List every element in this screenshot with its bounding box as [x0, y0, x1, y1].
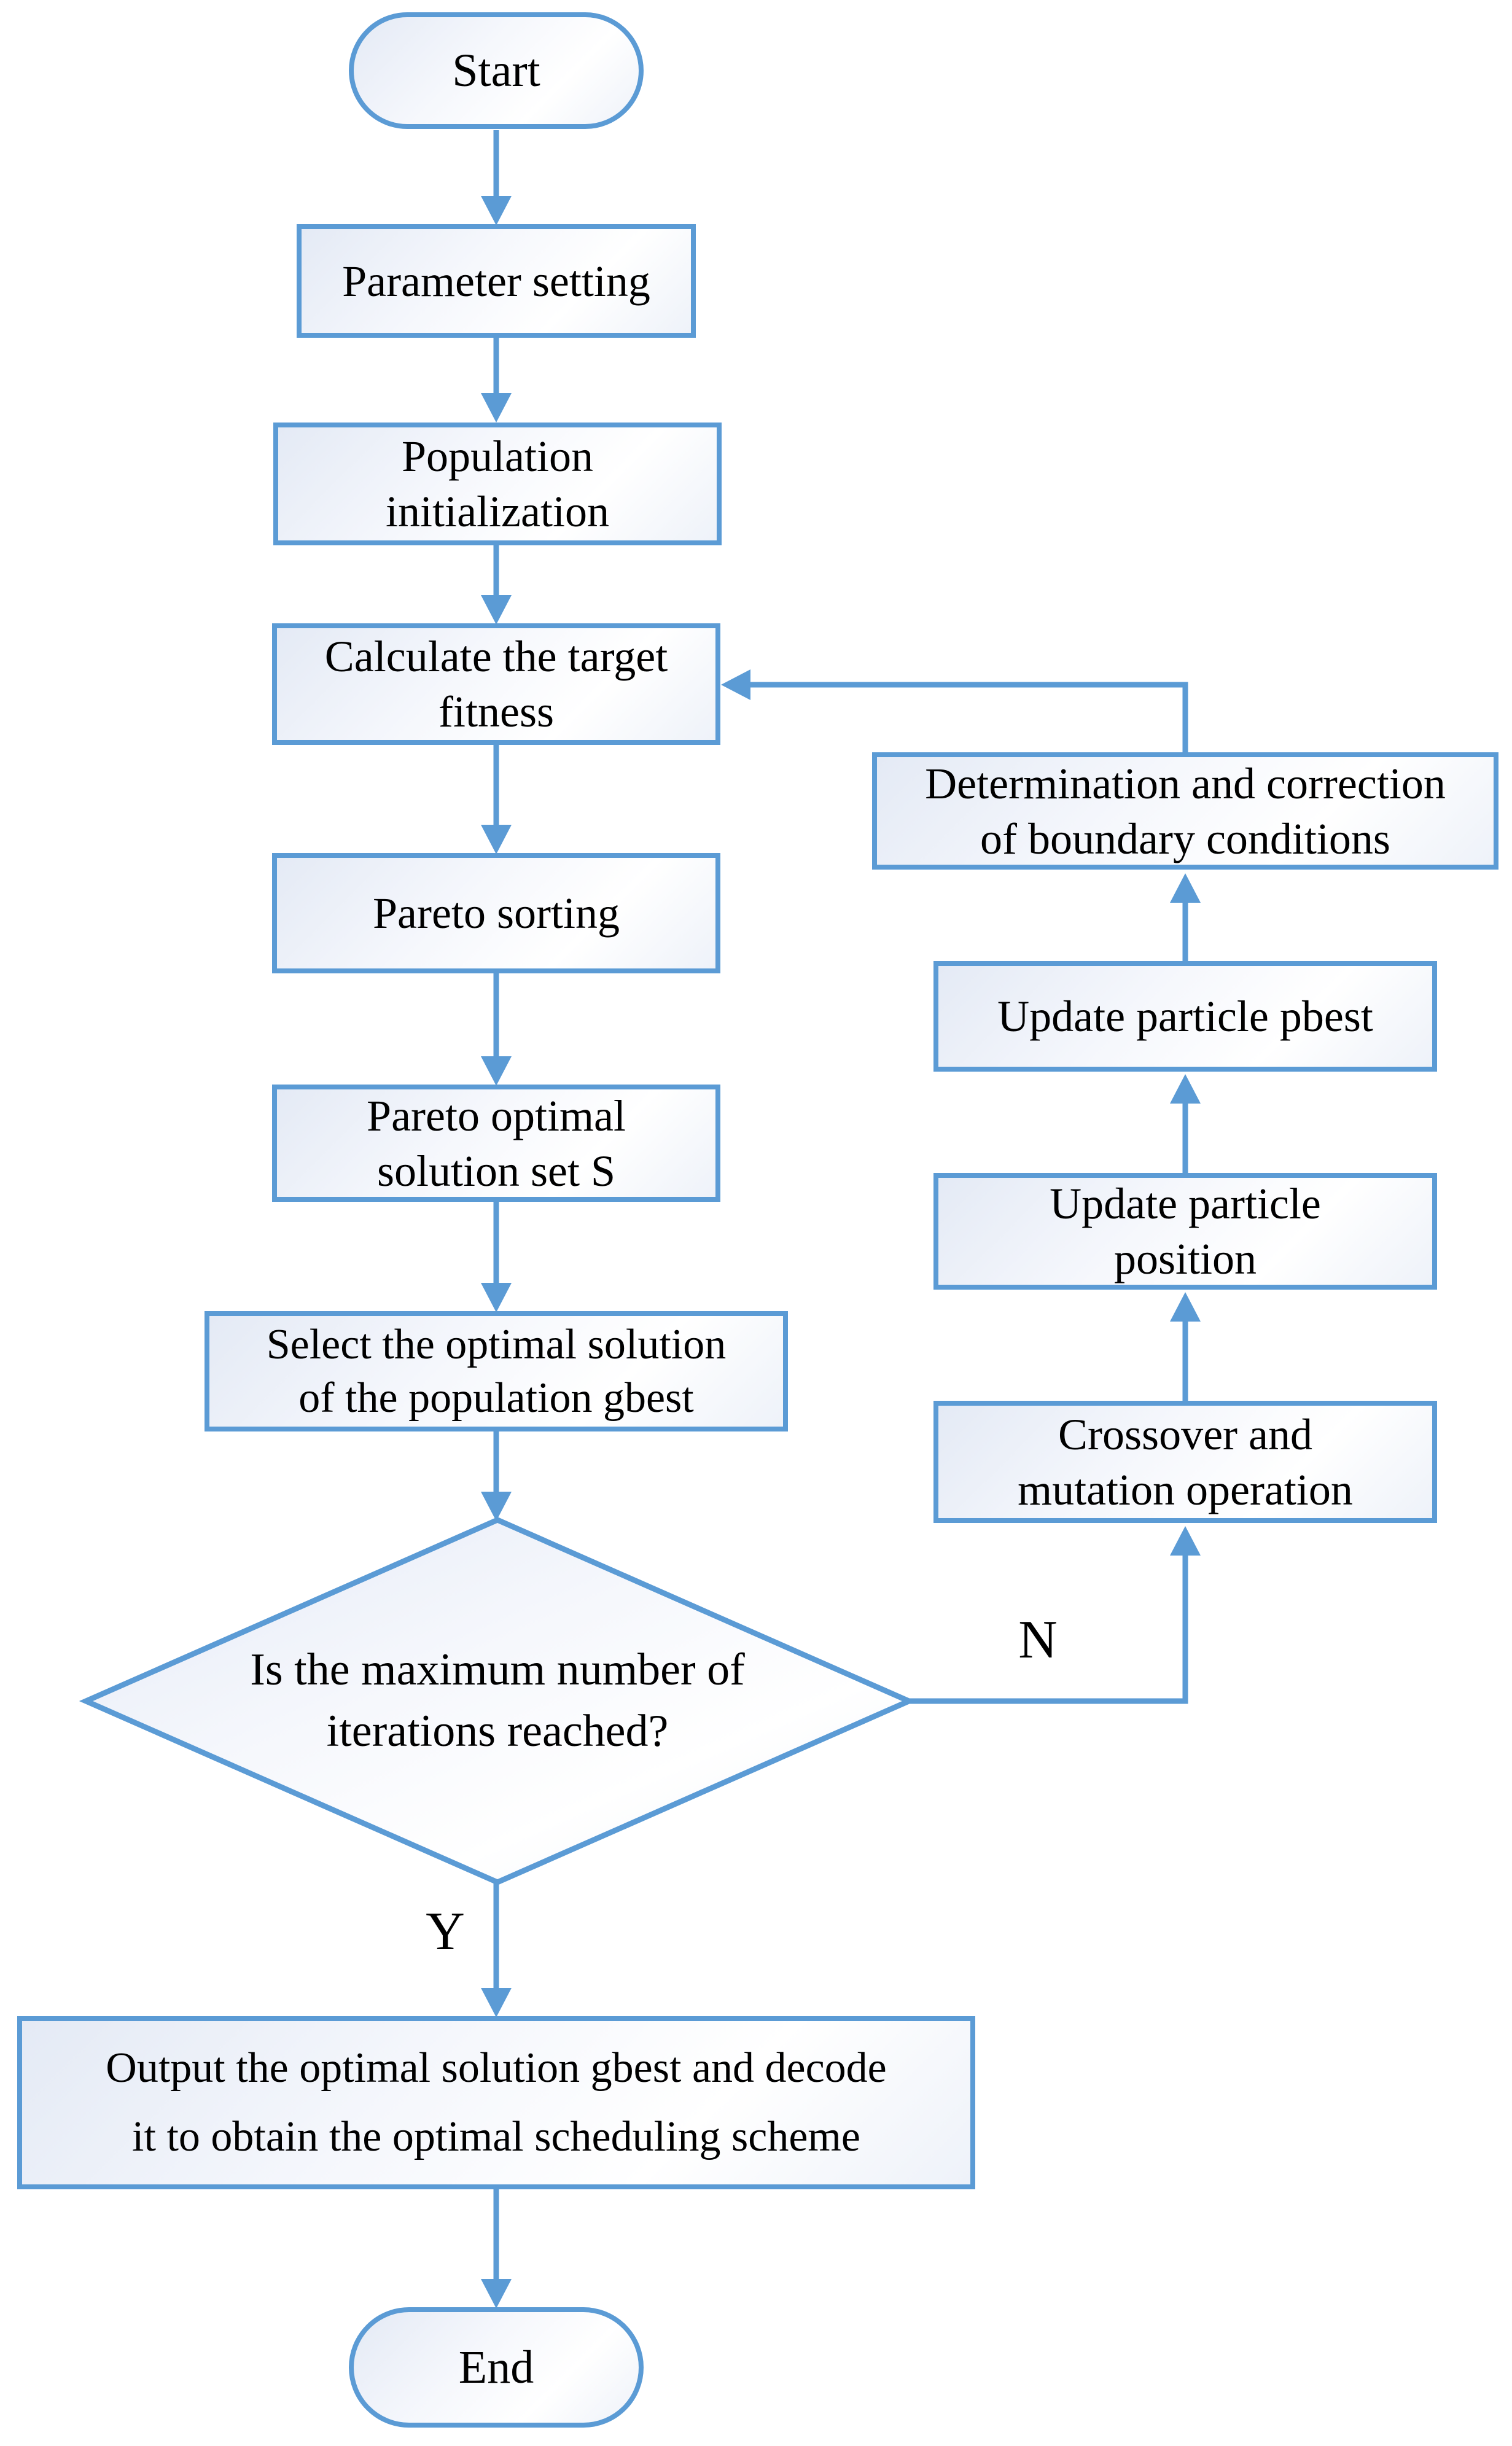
update-particle-pbest-box: Update particle pbest [933, 961, 1437, 1072]
edge-start-to-parameter [481, 130, 512, 225]
edge-position-to-pbest [1170, 1074, 1201, 1173]
calculate-target-fitness-label: Calculate the target fitness [324, 632, 668, 736]
population-initialization-label: Population initialization [386, 432, 609, 536]
edge-boundary-to-calculate-feedback [721, 669, 1188, 752]
edge-population-to-calculate [481, 545, 512, 625]
update-particle-position-label: Update particle position [1050, 1179, 1321, 1283]
update-particle-pbest-label: Update particle pbest [997, 992, 1373, 1041]
crossover-mutation-label: Crossover and mutation operation [1018, 1409, 1353, 1514]
parameter-setting-label: Parameter setting [342, 256, 650, 306]
pareto-optimal-solution-box: Pareto optimal solution set S [272, 1085, 720, 1202]
no-branch-label: N [1018, 1610, 1058, 1670]
edge-decision-to-crossover-no [909, 1526, 1201, 1704]
select-gbest-box: Select the optimal solution of the popul… [205, 1311, 788, 1431]
max-iterations-decision-label: Is the maximum number of iterations reac… [250, 1645, 745, 1756]
boundary-conditions-box: Determination and correction of boundary… [872, 752, 1498, 870]
select-gbest-label: Select the optimal solution of the popul… [266, 1320, 727, 1422]
max-iterations-decision-diamond: Is the maximum number of iterations reac… [101, 1606, 894, 1796]
edge-decision-to-output-yes [481, 1882, 512, 2017]
calculate-target-fitness-box: Calculate the target fitness [272, 623, 720, 745]
output-solution-box: Output the optimal solution gbest and de… [17, 2016, 975, 2189]
crossover-mutation-box: Crossover and mutation operation [933, 1401, 1437, 1523]
population-initialization-box: Population initialization [273, 423, 722, 545]
pareto-optimal-solution-label: Pareto optimal solution set S [367, 1091, 626, 1196]
parameter-setting-box: Parameter setting [297, 224, 696, 338]
start-node: Start [349, 12, 644, 129]
yes-branch-label: Y [426, 1901, 465, 1961]
edge-calculate-to-sorting [481, 745, 512, 854]
end-node: End [349, 2307, 644, 2428]
edge-optimal-to-select [481, 1202, 512, 1312]
output-solution-label: Output the optimal solution gbest and de… [106, 2044, 887, 2160]
pareto-sorting-label: Pareto sorting [373, 889, 620, 938]
edge-output-to-end [481, 2189, 512, 2308]
edge-crossover-to-position [1170, 1292, 1201, 1401]
edge-select-to-decision [481, 1431, 512, 1521]
boundary-conditions-label: Determination and correction of boundary… [925, 758, 1446, 863]
end-label: End [458, 2341, 534, 2393]
pareto-sorting-box: Pareto sorting [272, 853, 720, 973]
edge-pbest-to-boundary [1170, 873, 1201, 961]
edge-sorting-to-optimal [481, 973, 512, 1086]
edge-parameter-to-population [481, 338, 512, 423]
update-particle-position-box: Update particle position [933, 1173, 1437, 1290]
start-label: Start [452, 44, 540, 96]
